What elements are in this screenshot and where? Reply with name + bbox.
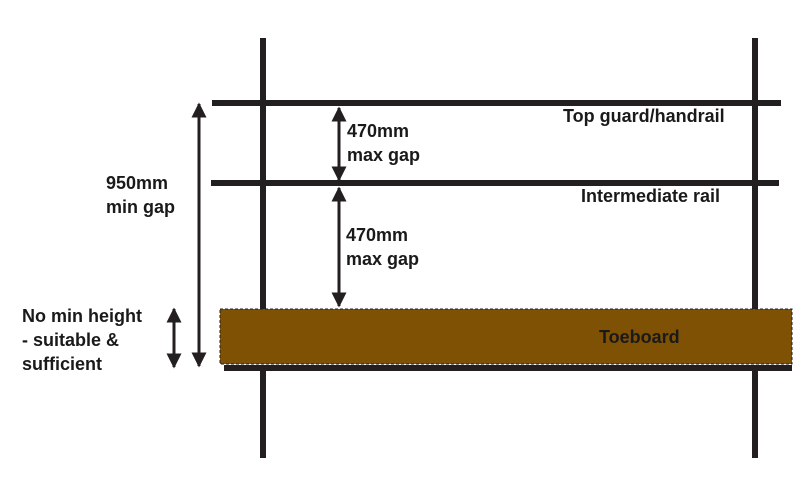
intermediate-rail [211, 180, 779, 186]
upper-gap-label-line1: 470mm [347, 121, 409, 141]
right-upright-upper [752, 38, 758, 309]
toeboard-height-label-line1: No min height [22, 306, 142, 326]
top-rail-label: Top guard/handrail [563, 106, 725, 126]
intermediate-rail-label: Intermediate rail [581, 186, 720, 206]
lower-gap-label-line2: max gap [346, 249, 419, 269]
upper-gap-label-line2: max gap [347, 145, 420, 165]
right-upright-lower [752, 371, 758, 458]
toeboard-height-label-line2: - suitable & [22, 330, 119, 350]
left-upright-lower [260, 371, 266, 458]
overall-gap-label-line1: 950mm [106, 173, 168, 193]
lower-gap-label-line1: 470mm [346, 225, 408, 245]
toeboard-height-label-line3: sufficient [22, 354, 102, 374]
base-line [224, 365, 792, 371]
left-upright-upper [260, 38, 266, 309]
toeboard [219, 308, 793, 365]
toeboard-label: Toeboard [599, 327, 680, 347]
top-handrail [212, 100, 781, 106]
overall-gap-label-line2: min gap [106, 197, 175, 217]
